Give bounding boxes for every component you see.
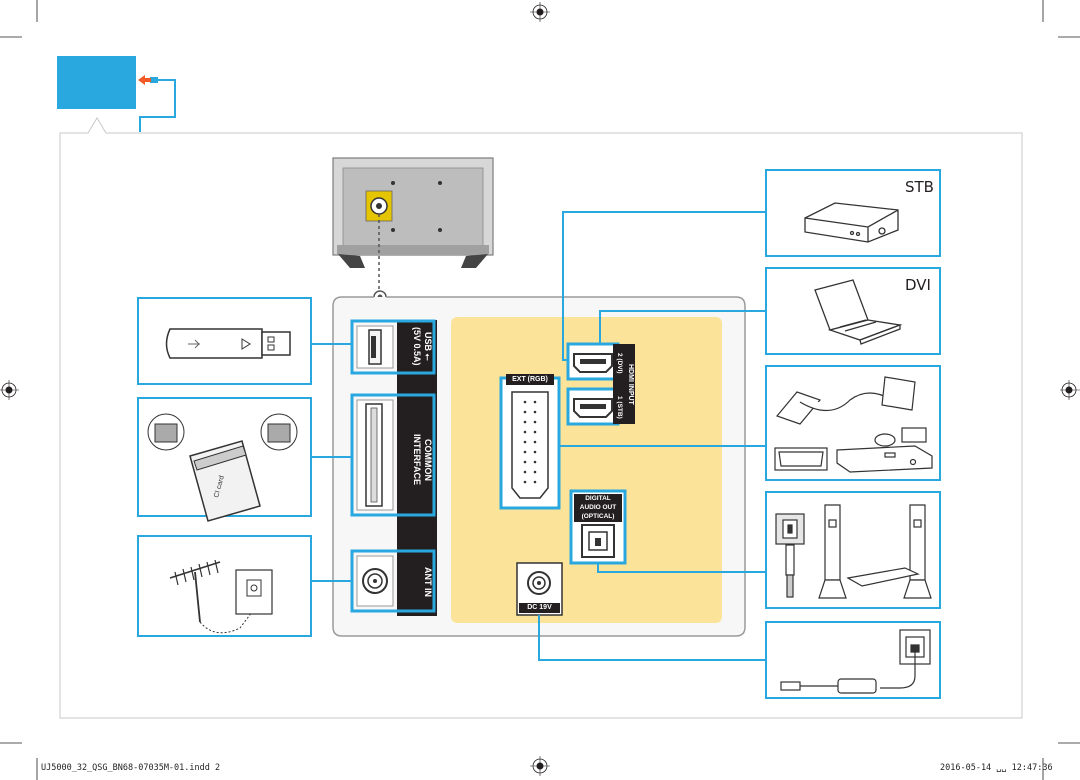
laptop-icon [814, 279, 903, 345]
tv-rear-illustration [332, 157, 494, 268]
ext-rgb-label: EXT (RGB) [506, 374, 554, 385]
stb-icon [804, 202, 899, 243]
ci-card-icon: CI card [147, 413, 298, 522]
thumbnail-cable [139, 79, 176, 132]
arrow-icon [138, 75, 151, 85]
scart-devices-icon [774, 376, 933, 473]
hdmi-1-label: 1 (STB) [616, 395, 623, 419]
dc-19v-label: DC 19V [519, 603, 560, 613]
usb-stick-icon [165, 328, 291, 359]
hdmi-input-label: HDMI INPUT [627, 363, 634, 405]
usb-port-highlight [350, 319, 436, 375]
antenna-icon [169, 559, 273, 634]
hdmi-2-label: 2 (DVI) [616, 352, 623, 374]
ci-slot-highlight [350, 393, 436, 517]
registration-target-top [530, 2, 550, 22]
home-theater-icon [775, 504, 932, 599]
registration-target-right [1060, 380, 1080, 400]
thumbnail-plug [150, 77, 158, 83]
registration-target-left [0, 380, 19, 400]
digital-audio-out-label: DIGITAL AUDIO OUT (OPTICAL) [579, 495, 617, 520]
diagram-frame [59, 117, 1023, 719]
side-port-strip [397, 320, 437, 616]
tv-thumbnail [57, 56, 136, 109]
stb-box [765, 169, 941, 257]
stb-label: STB [905, 178, 934, 196]
scart-port[interactable] [511, 391, 549, 499]
usb-port-label: USB ⭠ (5V 0.5A) [412, 326, 433, 366]
footer-date: 2016-05-14 ␣␣ 12:47:36 [940, 763, 1053, 773]
dvi-label: DVI [905, 276, 931, 294]
ant-in-label: ANT IN [423, 567, 433, 597]
power-adapter-icon [780, 629, 931, 694]
antenna-box [137, 535, 312, 637]
registration-target-bottom [530, 756, 550, 776]
footer-file: UJ5000_32_QSG_BN68-07035M-01.indd 2 [41, 763, 221, 773]
optical-port[interactable] [581, 524, 615, 558]
common-interface-label: COMMON INTERFACE [412, 434, 433, 486]
scart-pins [523, 400, 537, 484]
